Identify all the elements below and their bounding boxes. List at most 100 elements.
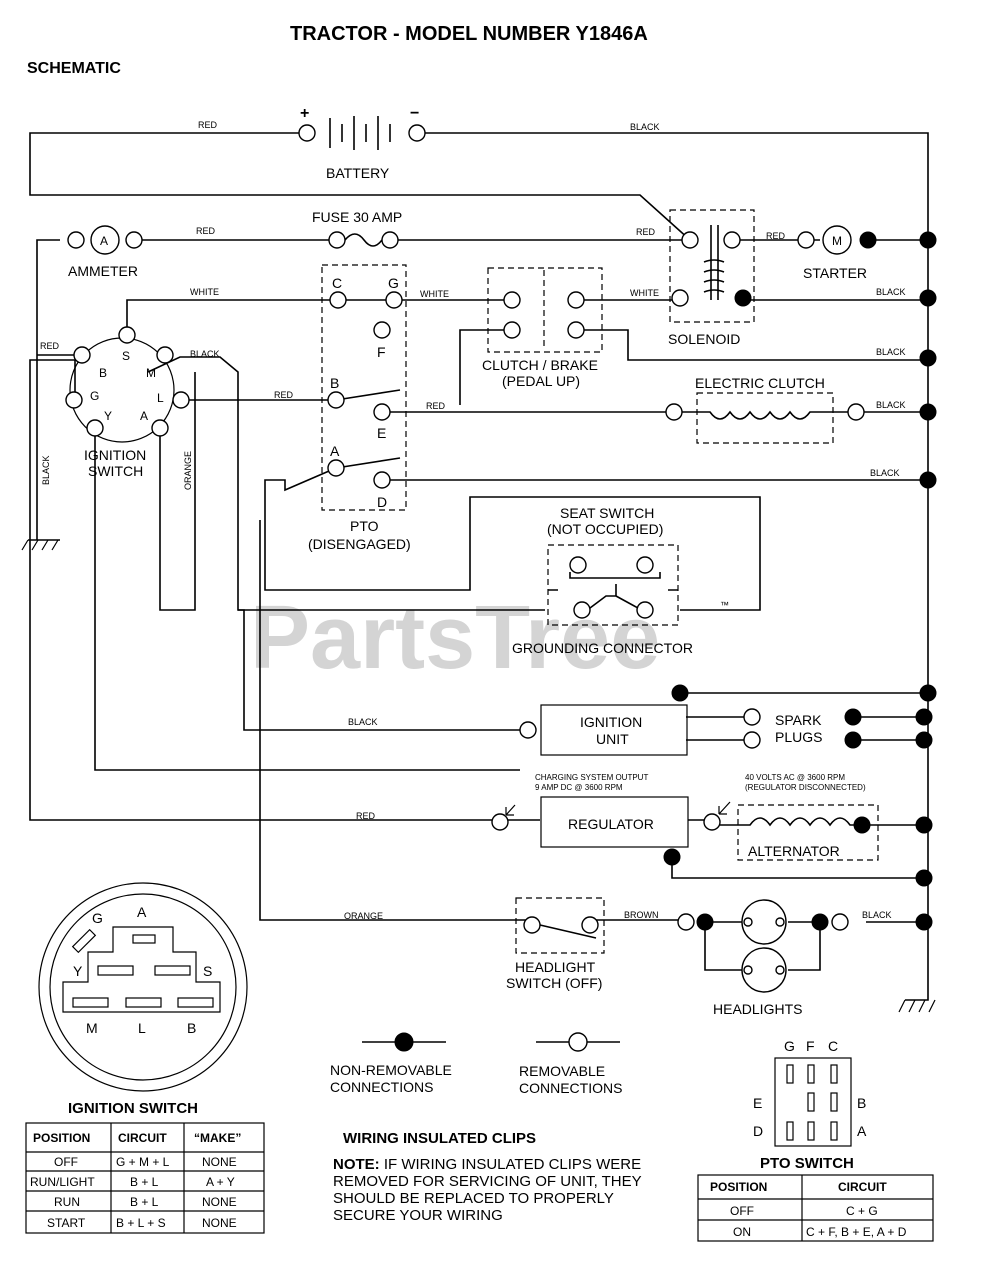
pto-detail-b: B bbox=[857, 1095, 866, 1111]
ignition-detail-letters: G A Y S M L B bbox=[73, 904, 212, 1036]
spark-plugs-label-1: SPARK bbox=[775, 712, 822, 728]
pto-table-title: PTO SWITCH bbox=[760, 1155, 854, 1172]
ignition-switch-schematic bbox=[65, 326, 190, 443]
solenoid bbox=[669, 209, 755, 323]
pto-switch-schematic bbox=[321, 264, 407, 511]
pto-detail-c: C bbox=[828, 1038, 838, 1054]
ign-detail-a: A bbox=[137, 904, 147, 920]
grounding-connector-label: GROUNDING CONNECTOR bbox=[512, 640, 693, 656]
ground-symbols bbox=[21, 539, 936, 1013]
wire-red-5: RED bbox=[40, 341, 60, 351]
pto-table-header-circuit: CIRCUIT bbox=[838, 1180, 887, 1194]
alternator-note-2: (REGULATOR DISCONNECTED) bbox=[745, 783, 866, 792]
pto-table-r1-circuit: C + G bbox=[846, 1204, 878, 1218]
clutch-brake-label: CLUTCH / BRAKE bbox=[482, 357, 598, 373]
ign-table-r2-circuit: B + L bbox=[130, 1175, 159, 1189]
clutch-brake-state: (PEDAL UP) bbox=[502, 373, 580, 389]
wires bbox=[28, 132, 929, 1001]
starter bbox=[797, 225, 937, 255]
wire-red-1: RED bbox=[198, 120, 218, 130]
pto-label: PTO bbox=[350, 518, 379, 534]
ign-table-r1-position: OFF bbox=[54, 1155, 78, 1169]
ign-term-m: M bbox=[146, 366, 156, 380]
wire-black-7: BLACK bbox=[41, 455, 51, 485]
spark-plugs-label-2: PLUGS bbox=[775, 729, 822, 745]
ign-detail-s: S bbox=[203, 963, 212, 979]
page-title: TRACTOR - MODEL NUMBER Y1846A bbox=[290, 23, 648, 45]
pto-detail-e: E bbox=[753, 1095, 762, 1111]
pto-switch-detail bbox=[774, 1057, 852, 1147]
clips-note-title: WIRING INSULATED CLIPS bbox=[343, 1130, 536, 1147]
wire-white-1: WHITE bbox=[190, 287, 219, 297]
legend-nonremovable-1: NON-REMOVABLE bbox=[330, 1062, 452, 1078]
wire-black-6: BLACK bbox=[870, 468, 900, 478]
charging-note-2: 9 AMP DC @ 3600 RPM bbox=[535, 783, 623, 792]
wire-red-2: RED bbox=[196, 226, 216, 236]
pto-term-a: A bbox=[330, 443, 340, 459]
starter-label: STARTER bbox=[803, 265, 867, 281]
schematic-heading: SCHEMATIC bbox=[27, 60, 121, 77]
pto-term-c: C bbox=[332, 275, 342, 291]
battery bbox=[298, 116, 426, 150]
ign-term-s: S bbox=[122, 349, 130, 363]
ign-detail-g: G bbox=[92, 910, 103, 926]
clutch-brake-switch bbox=[487, 267, 603, 353]
pto-detail-letters: G F C E D B A bbox=[753, 1038, 867, 1139]
ignition-switch-label-1: IGNITION bbox=[84, 447, 146, 463]
electric-clutch-label: ELECTRIC CLUTCH bbox=[695, 375, 825, 391]
ammeter-label: AMMETER bbox=[68, 263, 138, 279]
headlight-switch-label-2: SWITCH (OFF) bbox=[506, 975, 602, 991]
legend-nonremovable-2: CONNECTIONS bbox=[330, 1079, 433, 1095]
wire-red-7: RED bbox=[426, 401, 446, 411]
ignition-switch-table: POSITION CIRCUIT “MAKE” OFF G + M + L NO… bbox=[25, 1122, 265, 1234]
ign-table-r4-circuit: B + L + S bbox=[116, 1216, 166, 1230]
ignition-unit bbox=[519, 684, 937, 756]
ign-term-b: B bbox=[99, 366, 107, 380]
headlights-label: HEADLIGHTS bbox=[713, 1001, 802, 1017]
starter-symbol: M bbox=[832, 234, 842, 248]
pto-term-g: G bbox=[388, 275, 399, 291]
ign-table-r3-make: NONE bbox=[202, 1195, 237, 1209]
pto-term-f: F bbox=[377, 344, 386, 360]
ign-term-y: Y bbox=[104, 409, 112, 423]
pto-term-b: B bbox=[330, 375, 339, 391]
legend-removable-1: REMOVABLE bbox=[519, 1063, 605, 1079]
pto-terminals: C G F B E A D bbox=[330, 275, 399, 510]
ign-table-header-circuit: CIRCUIT bbox=[118, 1131, 167, 1145]
ign-table-r2-position: RUN/LIGHT bbox=[30, 1175, 95, 1189]
fuse bbox=[328, 231, 399, 249]
pto-detail-g: G bbox=[784, 1038, 795, 1054]
wire-black-9: BLACK bbox=[862, 910, 892, 920]
regulator bbox=[491, 796, 731, 866]
battery-label: BATTERY bbox=[326, 165, 390, 181]
ign-detail-m: M bbox=[86, 1020, 98, 1036]
alternator bbox=[720, 804, 933, 887]
ammeter-symbol: A bbox=[100, 234, 108, 248]
battery-positive: + bbox=[300, 105, 309, 122]
wire-white-2: WHITE bbox=[420, 289, 449, 299]
wire-white-3: WHITE bbox=[630, 288, 659, 298]
headlight-switch bbox=[515, 897, 605, 954]
wire-red-4: RED bbox=[766, 231, 786, 241]
ign-table-header-make: “MAKE” bbox=[194, 1131, 241, 1145]
clips-note: NOTE: IF WIRING INSULATED CLIPS WERE REM… bbox=[333, 1156, 653, 1224]
wire-black-2: BLACK bbox=[876, 287, 906, 297]
ignition-switch-label-2: SWITCH bbox=[88, 463, 143, 479]
pto-term-d: D bbox=[377, 494, 387, 510]
wire-red-6: RED bbox=[274, 390, 294, 400]
ign-term-g: G bbox=[90, 389, 99, 403]
pto-detail-d: D bbox=[753, 1123, 763, 1139]
pto-state: (DISENGAGED) bbox=[308, 536, 411, 552]
battery-negative: − bbox=[410, 105, 419, 122]
solenoid-label: SOLENOID bbox=[668, 331, 740, 347]
ign-term-l: L bbox=[157, 391, 164, 405]
pto-table-r2-circuit: C + F, B + E, A + D bbox=[806, 1225, 907, 1239]
wire-black-5: BLACK bbox=[876, 400, 906, 410]
ign-table-r3-position: RUN bbox=[54, 1195, 80, 1209]
ign-table-r4-make: NONE bbox=[202, 1216, 237, 1230]
clips-note-label: NOTE: bbox=[333, 1156, 380, 1173]
alternator-label: ALTERNATOR bbox=[748, 843, 840, 859]
ammeter bbox=[67, 225, 143, 255]
ign-detail-y: Y bbox=[73, 963, 83, 979]
